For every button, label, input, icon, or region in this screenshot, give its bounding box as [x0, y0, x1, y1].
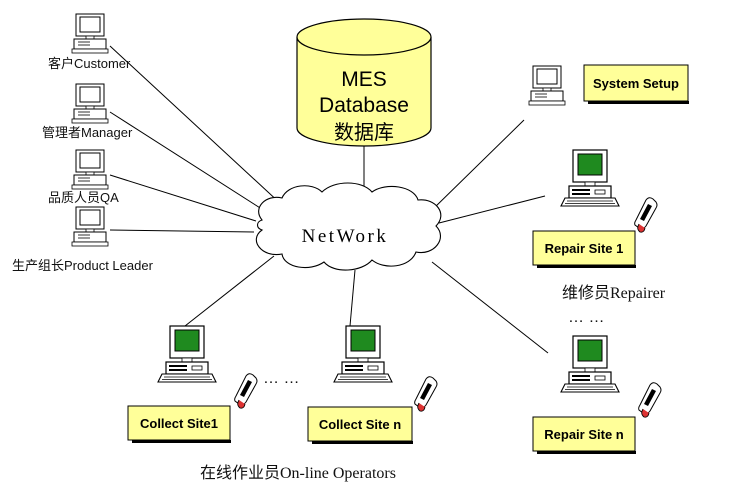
- link-collect-site-1: [184, 255, 275, 327]
- computer-icon: [71, 149, 109, 190]
- scanner-icon: [234, 373, 258, 409]
- computer-icon: [528, 65, 566, 106]
- computer-icon: [71, 206, 109, 247]
- client-customer: 客户Customer: [48, 13, 131, 71]
- database-label-cn: 数据库: [334, 121, 394, 144]
- client-product-leader-label: 生产组长Product Leader: [12, 258, 154, 273]
- network-label: NetWork: [302, 226, 389, 247]
- scanner-icon: [638, 382, 662, 418]
- database-cylinder: MES Database 数据库: [296, 18, 432, 147]
- system-setup-node: System Setup: [528, 64, 689, 106]
- client-manager-label: 管理者Manager: [42, 125, 133, 140]
- client-qa-label: 品质人员QA: [48, 190, 119, 205]
- collect-site-1-node: Collect Site1: [127, 325, 258, 443]
- link-manager: [109, 111, 269, 214]
- collect-ellipsis: … …: [263, 370, 299, 387]
- database-label-mes: MES: [341, 68, 387, 91]
- collect-site-n-box: [307, 406, 413, 442]
- workstation-icon: [333, 325, 393, 383]
- workstation-icon: [157, 325, 217, 383]
- network-cloud: NetWork: [255, 182, 442, 271]
- repairer-group-label: 维修员Repairer: [562, 284, 666, 302]
- link-customer: [109, 45, 283, 206]
- computer-icon: [71, 13, 109, 54]
- link-collect-site-n: [349, 269, 356, 327]
- repair-site-1-node: Repair Site 1: [532, 149, 658, 268]
- client-manager: 管理者Manager: [42, 83, 133, 140]
- database-label-database: Database: [319, 94, 409, 117]
- scanner-icon: [414, 376, 438, 412]
- connection-lines: [109, 45, 549, 354]
- collect-site-n-label: Collect Site n: [319, 417, 401, 432]
- client-qa: 品质人员QA: [48, 149, 119, 205]
- link-qa: [109, 174, 257, 222]
- system-setup-box: [583, 64, 689, 102]
- collect-site-n-node: Collect Site n: [307, 325, 438, 444]
- repair-site-n-node: Repair Site n: [532, 335, 662, 454]
- scanner-icon: [634, 197, 658, 233]
- client-product-leader: 生产组长Product Leader: [12, 206, 154, 273]
- link-repair-site-n: [431, 261, 549, 354]
- link-system-setup: [431, 119, 525, 211]
- link-product-leader: [109, 229, 255, 233]
- workstation-icon: [560, 149, 620, 207]
- repair-site-1-box: [532, 230, 636, 266]
- collect-site-1-label: Collect Site1: [140, 416, 218, 431]
- operators-group-label: 在线作业员On-line Operators: [200, 464, 396, 482]
- repair-site-1-label: Repair Site 1: [545, 241, 624, 256]
- system-setup-label: System Setup: [593, 76, 679, 91]
- computer-icon: [71, 83, 109, 124]
- link-repair-site-1: [438, 195, 546, 224]
- workstation-icon: [560, 335, 620, 393]
- client-customer-label: 客户Customer: [48, 56, 131, 71]
- collect-site-1-box: [127, 405, 231, 441]
- repair-ellipsis: … …: [568, 309, 604, 326]
- repair-site-n-label: Repair Site n: [544, 427, 624, 442]
